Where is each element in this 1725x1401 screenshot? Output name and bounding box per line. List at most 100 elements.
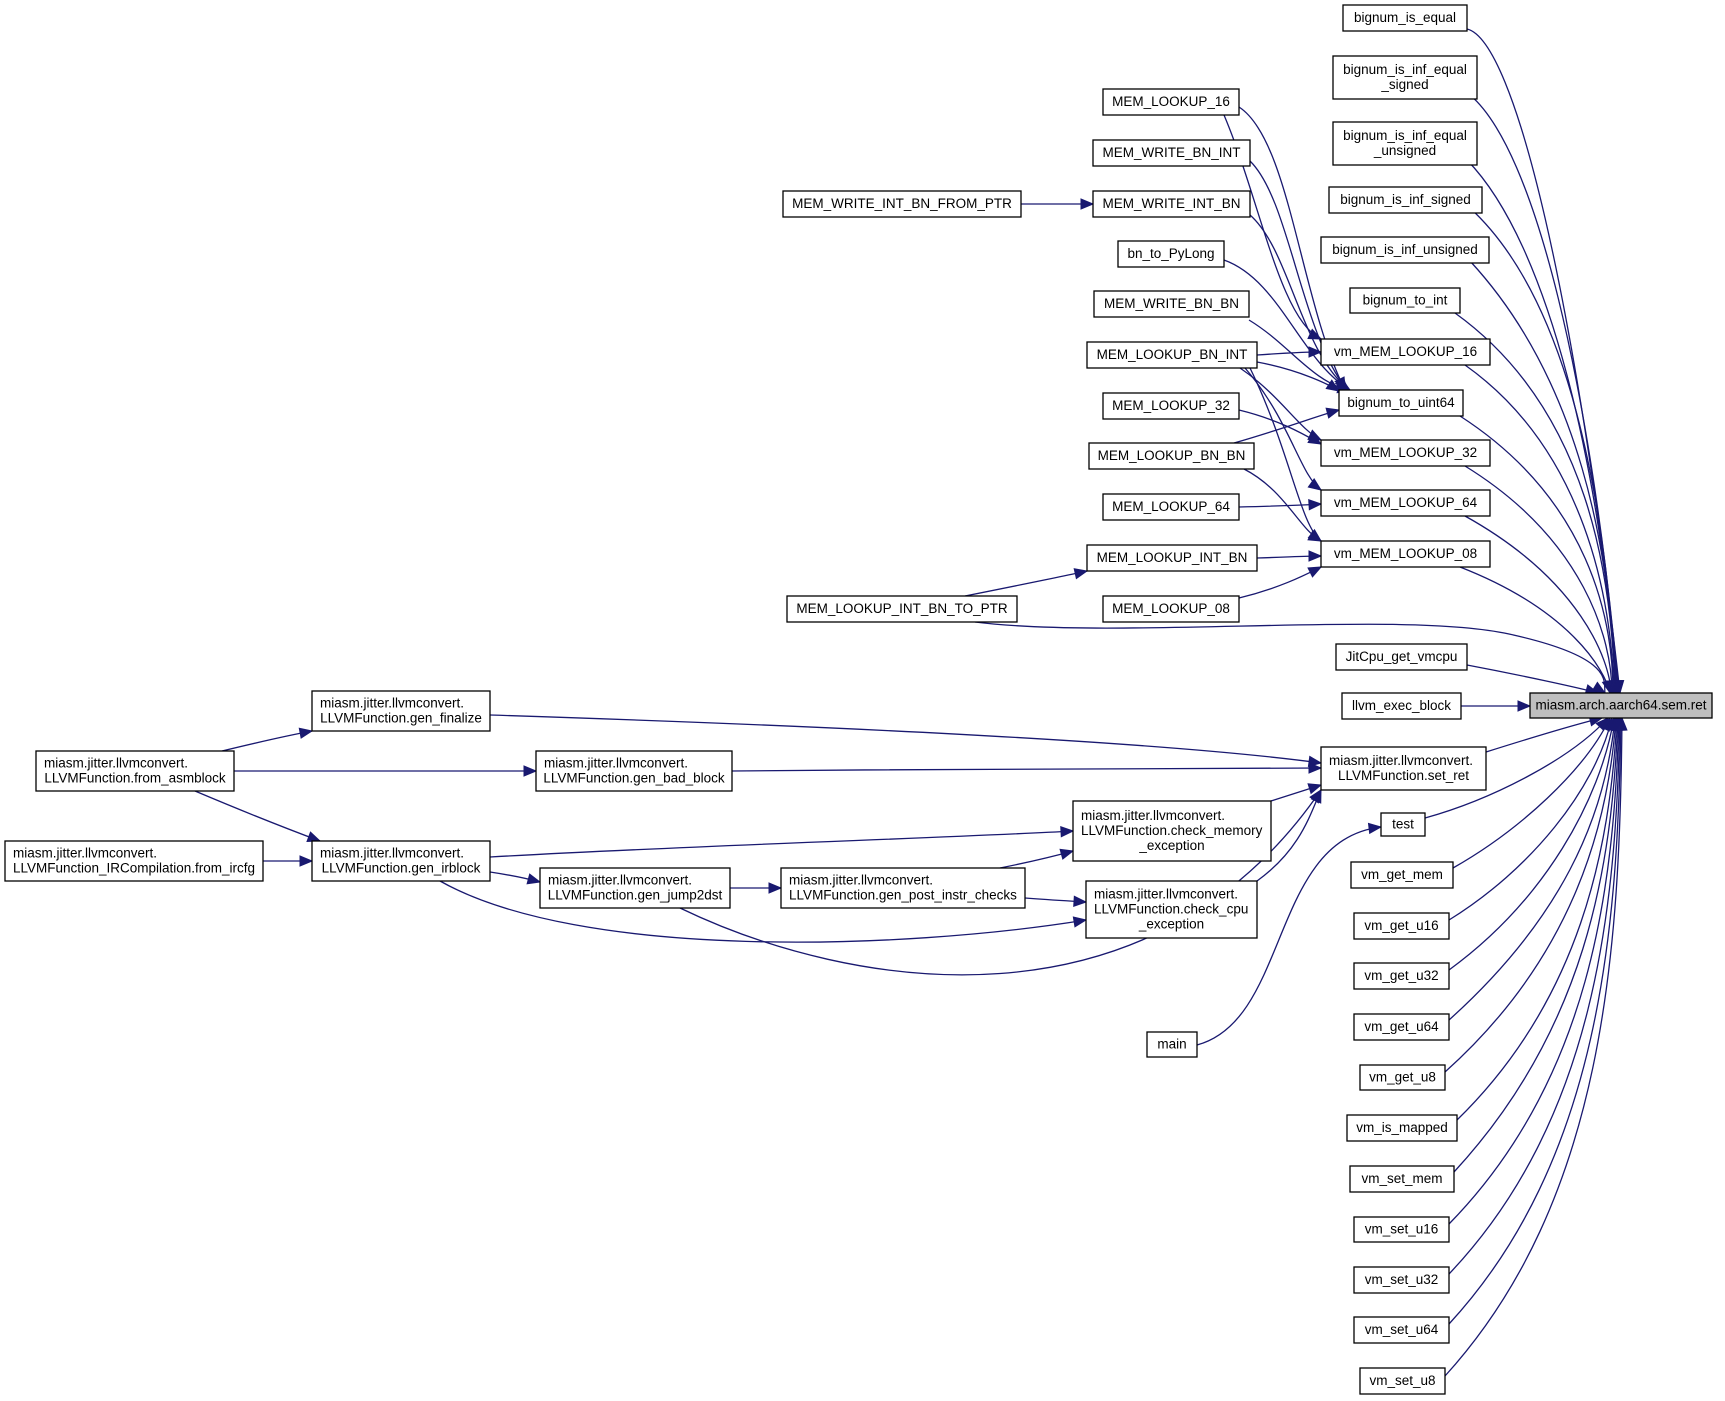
node-MEM_LOOKUP_64[interactable]: MEM_LOOKUP_64 <box>1102 493 1240 521</box>
node-vm_get_u8[interactable]: vm_get_u8 <box>1359 1064 1446 1091</box>
node-box <box>1102 595 1240 623</box>
node-check_memory_exception[interactable]: miasm.jitter.llvmconvert.LLVMFunction.ch… <box>1072 800 1272 862</box>
edge-line <box>1466 664 1599 694</box>
arrowhead-icon <box>1072 916 1088 928</box>
node-from_ircfg[interactable]: miasm.jitter.llvmconvert.LLVMFunction_IR… <box>4 840 264 882</box>
node-box <box>539 867 731 909</box>
node-bignum_to_int[interactable]: bignum_to_int <box>1349 287 1461 314</box>
node-box <box>1332 55 1478 100</box>
edge-line <box>1448 717 1621 1275</box>
arrowhead-icon <box>1307 328 1323 340</box>
node-JitCpu_get_vmcpu[interactable]: JitCpu_get_vmcpu <box>1335 643 1468 671</box>
node-vm_MEM_LOOKUP_16[interactable]: vm_MEM_LOOKUP_16 <box>1320 338 1491 366</box>
arrowhead-icon <box>1325 407 1341 419</box>
node-label: LLVMFunction.gen_bad_block <box>543 771 725 786</box>
node-bignum_is_inf_unsigned[interactable]: bignum_is_inf_unsigned <box>1320 236 1490 264</box>
edge-line <box>1485 717 1603 753</box>
node-sem_ret[interactable]: miasm.arch.aarch64.sem.ret <box>1529 692 1713 719</box>
node-vm_MEM_LOOKUP_32[interactable]: vm_MEM_LOOKUP_32 <box>1320 439 1491 467</box>
node-vm_set_u64[interactable]: vm_set_u64 <box>1353 1316 1450 1344</box>
edge-MEM_LOOKUP_08-to-vm_MEM_LOOKUP_08 <box>1238 566 1323 599</box>
node-label: miasm.jitter.llvmconvert. <box>320 696 464 711</box>
edge-line <box>1452 717 1611 869</box>
node-gen_jump2dst[interactable]: miasm.jitter.llvmconvert.LLVMFunction.ge… <box>539 867 731 909</box>
arrowhead-icon <box>298 727 314 739</box>
node-main[interactable]: main <box>1146 1031 1198 1058</box>
node-vm_set_u32[interactable]: vm_set_u32 <box>1353 1266 1450 1294</box>
node-box <box>1072 800 1272 862</box>
node-label: bignum_is_inf_equal <box>1343 62 1467 77</box>
node-MEM_LOOKUP_BN_BN[interactable]: MEM_LOOKUP_BN_BN <box>1088 442 1255 470</box>
node-gen_bad_block[interactable]: miasm.jitter.llvmconvert.LLVMFunction.ge… <box>535 750 733 792</box>
arrowhead-icon <box>1307 783 1323 795</box>
node-check_cpu_exception[interactable]: miasm.jitter.llvmconvert.LLVMFunction.ch… <box>1085 880 1258 939</box>
node-set_ret[interactable]: miasm.jitter.llvmconvert.LLVMFunction.se… <box>1320 746 1487 791</box>
node-vm_get_u64[interactable]: vm_get_u64 <box>1353 1013 1450 1041</box>
edge-MEM_LOOKUP_BN_INT-to-vm_MEM_LOOKUP_64 <box>1244 367 1323 491</box>
node-MEM_LOOKUP_32[interactable]: MEM_LOOKUP_32 <box>1102 392 1240 420</box>
node-box <box>780 867 1026 909</box>
node-vm_MEM_LOOKUP_08[interactable]: vm_MEM_LOOKUP_08 <box>1320 540 1491 568</box>
node-vm_set_u16[interactable]: vm_set_u16 <box>1353 1216 1450 1243</box>
node-label: bignum_is_inf_unsigned <box>1332 242 1478 257</box>
node-gen_post_instr_checks[interactable]: miasm.jitter.llvmconvert.LLVMFunction.ge… <box>780 867 1026 909</box>
node-box <box>1320 236 1490 264</box>
edge-line <box>1448 717 1615 971</box>
node-vm_is_mapped[interactable]: vm_is_mapped <box>1346 1114 1458 1142</box>
node-MEM_WRITE_BN_BN[interactable]: MEM_WRITE_BN_BN <box>1093 290 1250 318</box>
node-MEM_LOOKUP_16[interactable]: MEM_LOOKUP_16 <box>1102 88 1240 116</box>
node-box <box>535 750 733 792</box>
node-vm_MEM_LOOKUP_64[interactable]: vm_MEM_LOOKUP_64 <box>1320 489 1491 517</box>
node-bignum_is_equal[interactable]: bignum_is_equal <box>1342 4 1468 32</box>
node-vm_set_u8[interactable]: vm_set_u8 <box>1359 1367 1446 1395</box>
node-label: vm_get_u32 <box>1364 968 1438 983</box>
edge-bignum_is_inf_unsigned-to-sem_ret <box>1469 260 1622 695</box>
node-bignum_is_inf_equal_unsigned[interactable]: bignum_is_inf_equal_unsigned <box>1332 121 1478 166</box>
node-gen_irblock[interactable]: miasm.jitter.llvmconvert.LLVMFunction.ge… <box>311 840 491 882</box>
node-bignum_to_uint64[interactable]: bignum_to_uint64 <box>1338 389 1464 417</box>
edge-line <box>1469 94 1620 694</box>
arrowhead-icon <box>1307 530 1323 542</box>
arrowhead-icon <box>1308 762 1323 774</box>
node-bignum_is_inf_equal_signed[interactable]: bignum_is_inf_equal_signed <box>1332 55 1478 100</box>
node-label: MEM_WRITE_INT_BN_FROM_PTR <box>792 196 1012 211</box>
node-MEM_WRITE_INT_BN_FROM_PTR[interactable]: MEM_WRITE_INT_BN_FROM_PTR <box>782 190 1022 218</box>
node-label: LLVMFunction.set_ret <box>1338 768 1469 783</box>
edge-main-to-test <box>1196 822 1383 1046</box>
node-MEM_LOOKUP_INT_BN_TO_PTR[interactable]: MEM_LOOKUP_INT_BN_TO_PTR <box>786 595 1018 623</box>
edge-gen_irblock-to-check_cpu_exception <box>439 880 1088 943</box>
edge-MEM_LOOKUP_INT_BN_TO_PTR-to-MEM_LOOKUP_INT_BN <box>964 568 1089 597</box>
node-test[interactable]: test <box>1380 812 1426 837</box>
node-MEM_WRITE_INT_BN[interactable]: MEM_WRITE_INT_BN <box>1092 190 1251 218</box>
node-vm_set_mem[interactable]: vm_set_mem <box>1349 1165 1455 1193</box>
node-vm_get_mem[interactable]: vm_get_mem <box>1350 861 1454 889</box>
edge-MEM_LOOKUP_BN_BN-to-bignum_to_uint64 <box>1233 407 1341 444</box>
node-box <box>1102 88 1240 116</box>
node-MEM_LOOKUP_BN_INT[interactable]: MEM_LOOKUP_BN_INT <box>1086 341 1258 369</box>
node-MEM_LOOKUP_INT_BN[interactable]: MEM_LOOKUP_INT_BN <box>1086 544 1258 572</box>
node-bignum_is_inf_signed[interactable]: bignum_is_inf_signed <box>1328 186 1483 214</box>
node-vm_get_u16[interactable]: vm_get_u16 <box>1353 912 1450 940</box>
node-box <box>1320 746 1487 791</box>
node-label: _signed <box>1380 77 1428 92</box>
edge-line <box>489 714 1322 764</box>
edge-MEM_LOOKUP_INT_BN-to-vm_MEM_LOOKUP_08 <box>1256 550 1323 562</box>
edge-gen_jump2dst-to-gen_post_instr_checks <box>730 882 783 894</box>
node-from_asmblock[interactable]: miasm.jitter.llvmconvert.LLVMFunction.fr… <box>35 750 235 792</box>
node-llvm_exec_block[interactable]: llvm_exec_block <box>1341 692 1462 720</box>
node-box <box>1346 1114 1458 1142</box>
node-gen_finalize[interactable]: miasm.jitter.llvmconvert.LLVMFunction.ge… <box>311 690 491 732</box>
edge-MEM_WRITE_INT_BN_FROM_PTR-to-MEM_WRITE_INT_BN <box>1021 198 1095 210</box>
edge-MEM_LOOKUP_BN_INT-to-bignum_to_uint64 <box>1256 361 1341 392</box>
node-bn_to_PyLong[interactable]: bn_to_PyLong <box>1117 240 1225 268</box>
node-vm_get_u32[interactable]: vm_get_u32 <box>1353 962 1450 990</box>
node-box <box>4 840 264 882</box>
node-MEM_WRITE_BN_INT[interactable]: MEM_WRITE_BN_INT <box>1092 139 1251 167</box>
node-label: miasm.jitter.llvmconvert. <box>548 873 692 888</box>
node-box <box>1529 692 1713 719</box>
node-MEM_LOOKUP_08[interactable]: MEM_LOOKUP_08 <box>1102 595 1240 623</box>
edge-line <box>1249 367 1322 542</box>
edge-vm_get_mem-to-sem_ret <box>1452 716 1611 869</box>
arrowhead-icon <box>768 882 783 894</box>
